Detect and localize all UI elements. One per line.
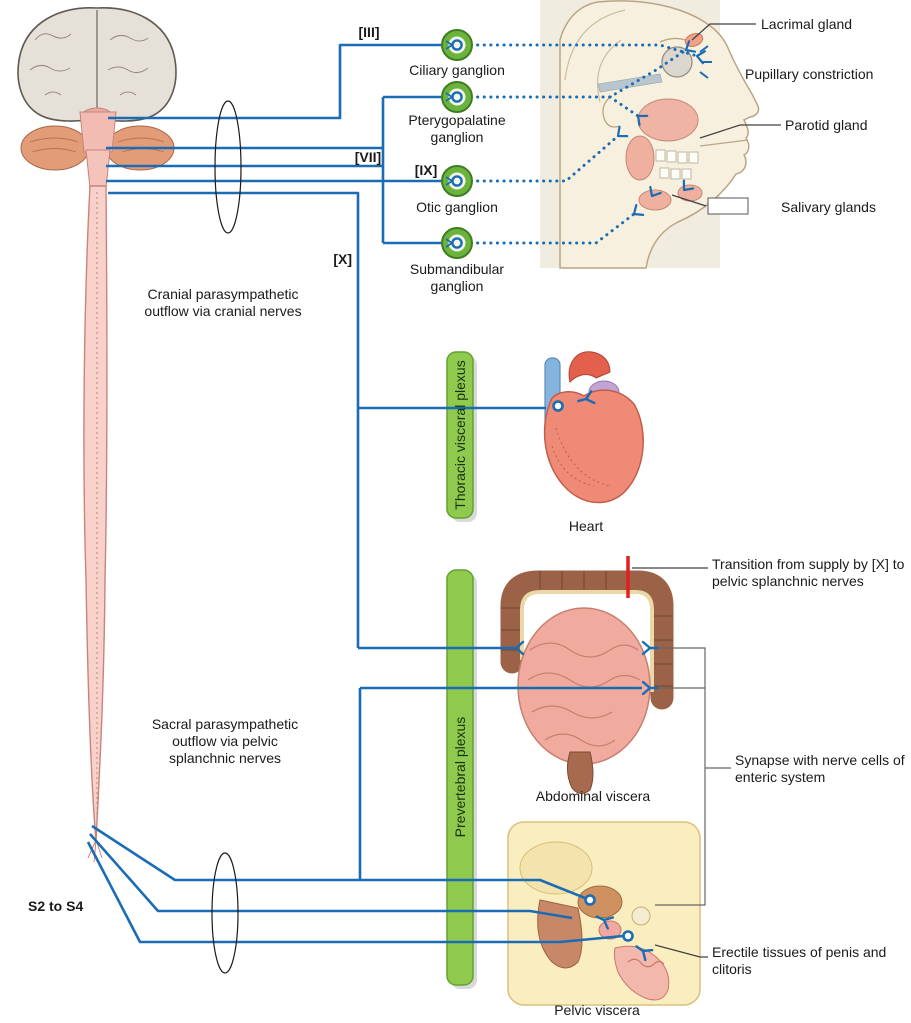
annotation-salivary: Salivary glands — [781, 199, 876, 215]
salivary-callout-box — [707, 197, 749, 215]
ganglion-label-pterygopalatine: Pterygopalatine ganglion — [408, 112, 506, 146]
nerve-label-vii: [VII] — [354, 149, 382, 165]
thoracic-plexus-bar — [446, 351, 477, 522]
annotation-lacrimal: Lacrimal gland — [761, 16, 853, 32]
ganglion-ciliary-icon — [440, 28, 474, 62]
cranial-nerve-lines — [106, 43, 642, 880]
annotation-transition: Transition from supply by [X] to pelvic … — [712, 556, 905, 590]
ganglion-submandibular-icon — [440, 226, 474, 260]
brain-illustration — [17, 7, 177, 189]
organ-label-pelvic: Pelvic viscera — [554, 1002, 640, 1018]
annotation-erectile: Erectile tissues of penis and clitoris — [712, 944, 887, 978]
sacral-segments-label: S2 to S4 — [28, 898, 84, 914]
nerve-label-x: [X] — [333, 251, 352, 267]
ganglion-label-otic: Otic ganglion — [416, 199, 498, 215]
organ-label-heart: Heart — [568, 518, 604, 534]
heart-illustration — [543, 351, 644, 504]
ganglion-label-submandibular: Submandibular ganglion — [409, 261, 505, 295]
sacral-nerve-lines — [86, 824, 624, 944]
ganglion-otic-icon — [440, 164, 474, 198]
pelvic-viscera-illustration — [507, 821, 701, 1006]
cranial-nerve-bundle-ellipse — [214, 100, 242, 234]
annotation-parotid: Parotid gland — [785, 117, 868, 133]
abdominal-viscera-illustration — [500, 570, 674, 794]
annotation-pupillary: Pupillary constriction — [745, 66, 874, 82]
ganglion-label-ciliary: Ciliary ganglion — [409, 62, 505, 78]
head-illustration — [540, 0, 760, 269]
ganglion-pterygopalatine-icon — [440, 80, 474, 114]
nerve-label-iii: [III] — [358, 24, 380, 40]
sacral-outflow-caption: Sacral parasympathetic outflow via pelvi… — [151, 716, 299, 767]
sacral-nerve-bundle-ellipse — [211, 852, 239, 974]
cranial-outflow-caption: Cranial parasympathetic outflow via cran… — [144, 286, 302, 320]
nerve-label-ix: [IX] — [414, 162, 438, 178]
enteric-bracket — [655, 647, 731, 906]
leader-lines — [632, 23, 781, 958]
thoracic-plexus-label: Thoracic visceral plexus — [452, 360, 468, 510]
prevertebral-plexus-label: Prevertebral plexus — [452, 716, 468, 838]
postganglionic-dotted-lines — [469, 43, 699, 245]
annotation-synapse: Synapse with nerve cells of enteric syst… — [735, 752, 905, 786]
organ-label-abdominal: Abdominal viscera — [535, 788, 651, 804]
spinal-cord — [83, 185, 108, 863]
